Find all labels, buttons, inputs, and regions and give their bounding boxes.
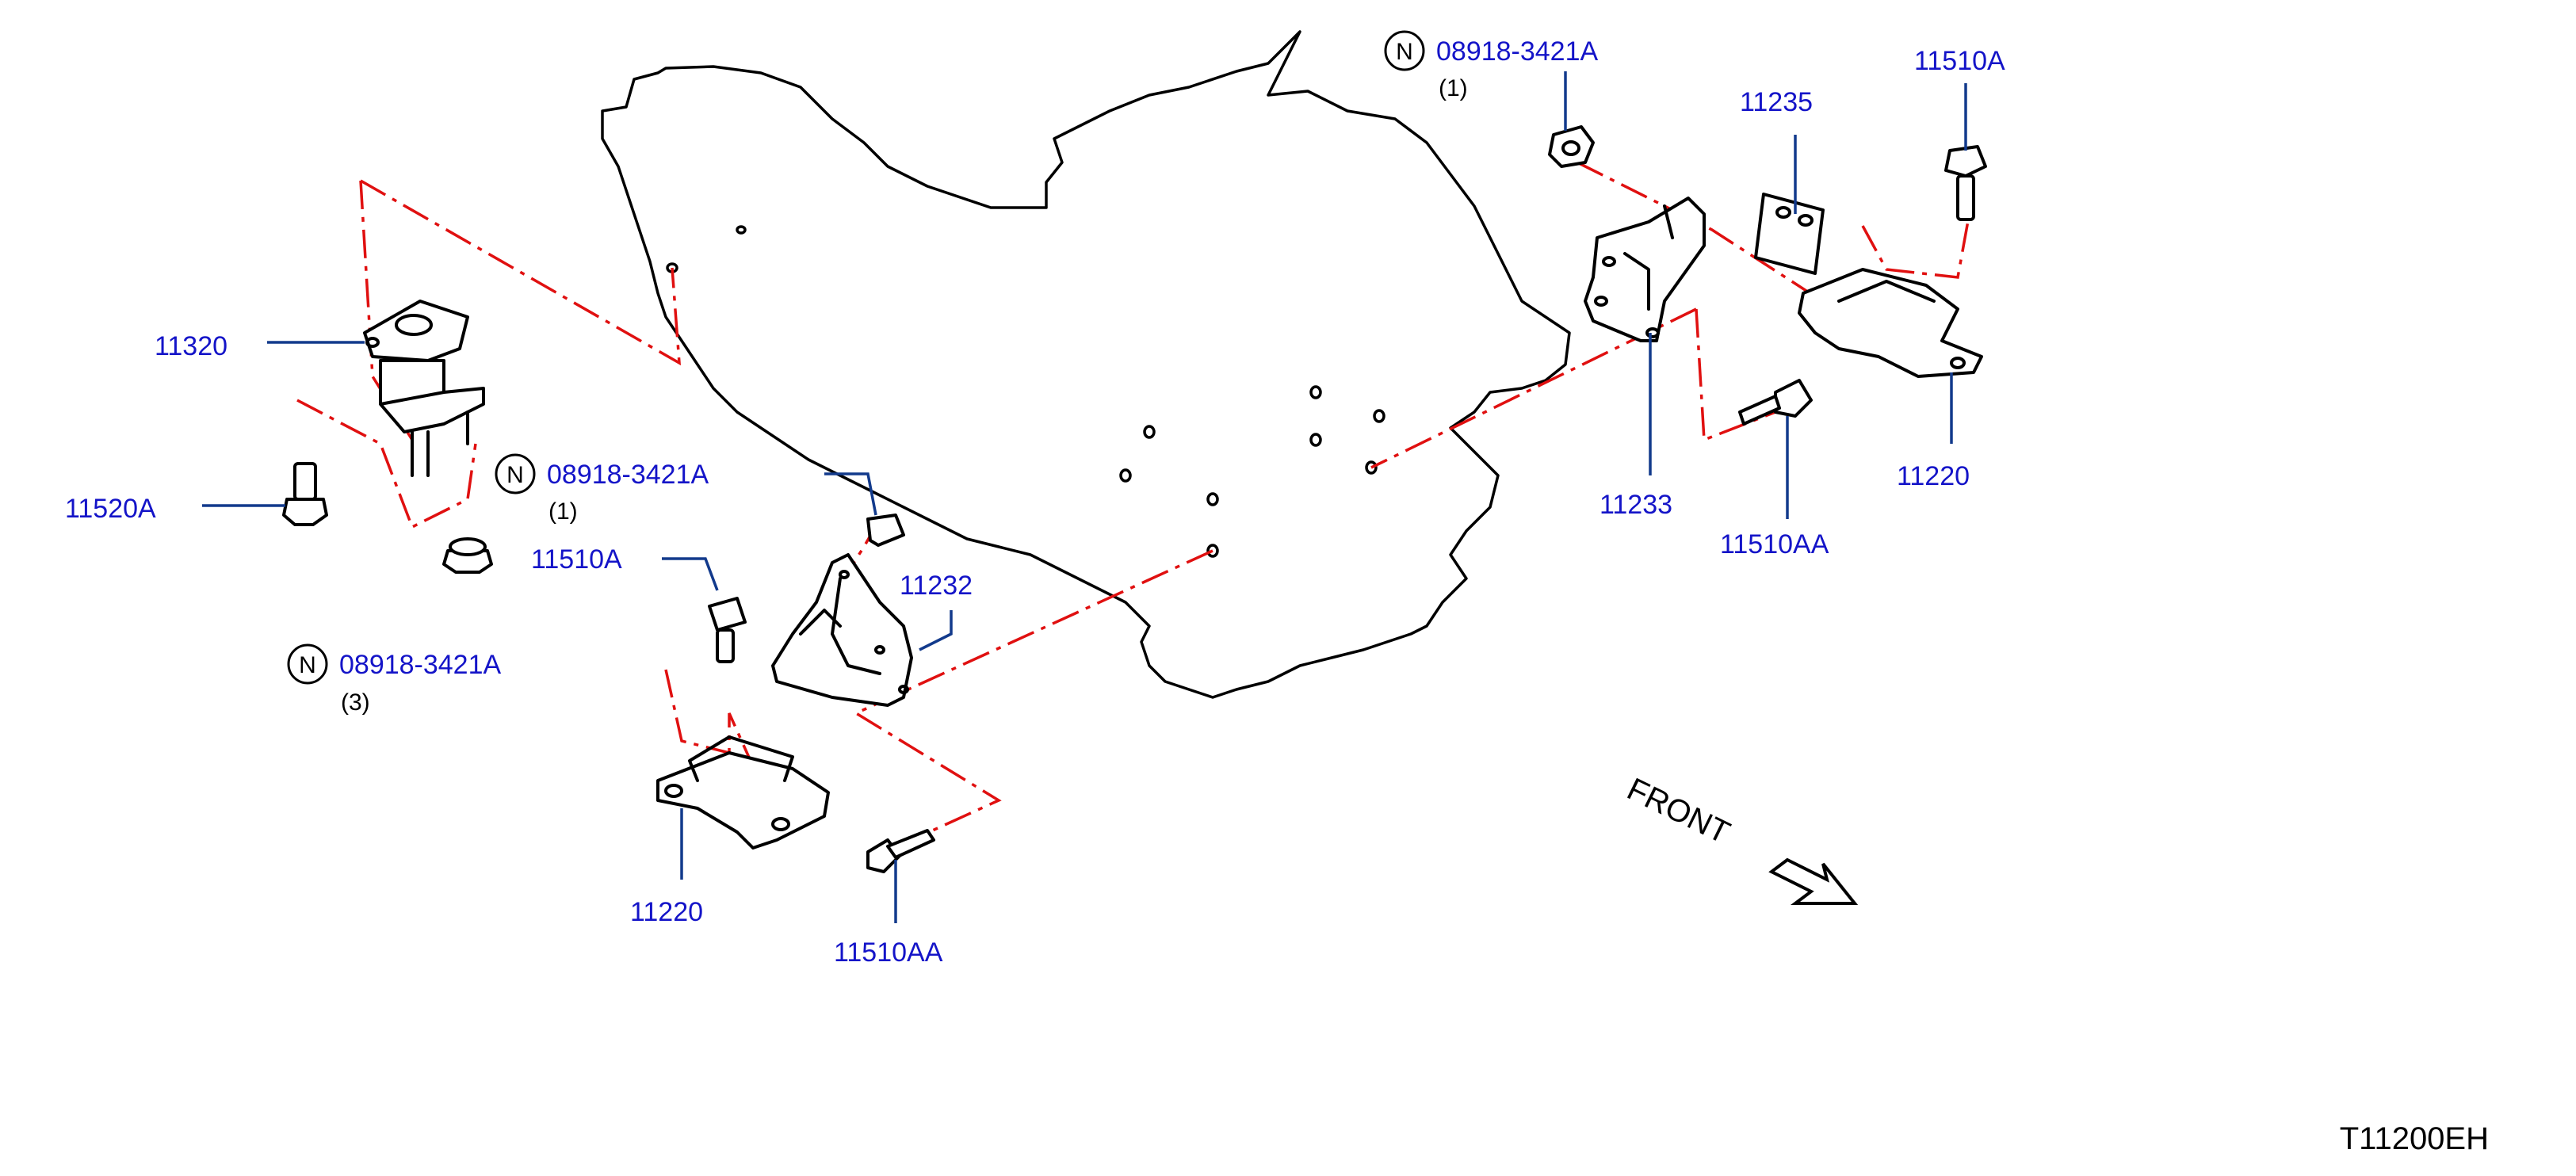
callout-11235[interactable]: 11235 bbox=[1740, 87, 1813, 117]
callout-11232[interactable]: 11232 bbox=[900, 571, 973, 601]
callout-n3-qty: (3) bbox=[341, 689, 370, 716]
callout-n1-part[interactable]: 08918-3421A bbox=[547, 460, 709, 490]
callout-n3-part[interactable]: 08918-3421A bbox=[339, 650, 502, 680]
bolt-11510a-right[interactable] bbox=[1944, 145, 1987, 221]
bracket-11233[interactable] bbox=[1584, 197, 1706, 342]
nut-left-upper[interactable] bbox=[442, 537, 493, 574]
insulator-11320[interactable] bbox=[363, 300, 485, 477]
callout-11320[interactable]: 11320 bbox=[155, 331, 227, 361]
engine-outline bbox=[601, 30, 1571, 699]
front-indicator: FRONT bbox=[1622, 772, 1859, 905]
plate-11235[interactable] bbox=[1754, 193, 1825, 275]
front-label: FRONT bbox=[1622, 772, 1735, 851]
nut-symbol-letter: N bbox=[299, 652, 316, 678]
bolt-11510aa-left[interactable] bbox=[866, 829, 935, 873]
callout-11510a-right[interactable]: 11510A bbox=[1914, 46, 2005, 76]
nut-top-right[interactable] bbox=[1548, 125, 1595, 168]
nut-symbol-letter: N bbox=[1396, 39, 1413, 65]
leader-lines bbox=[202, 71, 1967, 923]
callout-n1-qty: (1) bbox=[548, 498, 578, 525]
bracket-11232[interactable] bbox=[771, 553, 913, 707]
nut-symbol-ntop: N bbox=[1384, 30, 1425, 71]
nut-symbol-n1: N bbox=[495, 453, 536, 494]
bolt-11510a-left[interactable] bbox=[708, 597, 747, 663]
diagram-code: T11200EH bbox=[2340, 1121, 2489, 1156]
callout-ntop-part[interactable]: 08918-3421A bbox=[1436, 36, 1599, 67]
callout-11520a[interactable]: 11520A bbox=[65, 494, 156, 524]
callout-11510a-left[interactable]: 11510A bbox=[531, 544, 622, 575]
callout-labels: 11320 11520A 08918-3421A (1) 11510A 0891… bbox=[65, 36, 2005, 968]
bolt-11520a[interactable] bbox=[282, 462, 328, 526]
callout-11220-right[interactable]: 11220 bbox=[1897, 461, 1970, 491]
callout-ntop-qty: (1) bbox=[1439, 75, 1468, 101]
nut-11232-top[interactable] bbox=[866, 514, 905, 547]
front-arrow-icon bbox=[1768, 857, 1859, 905]
bolt-11510aa-right[interactable] bbox=[1738, 379, 1813, 426]
nut-symbol-letter: N bbox=[506, 462, 524, 488]
mount-11220-left[interactable] bbox=[656, 735, 830, 850]
nut-symbol-n3: N bbox=[287, 643, 328, 685]
callout-11233[interactable]: 11233 bbox=[1599, 490, 1672, 520]
callout-11510aa-right[interactable]: 11510AA bbox=[1720, 529, 1829, 559]
callout-11510aa-left[interactable]: 11510AA bbox=[834, 937, 943, 968]
callout-11220-left[interactable]: 11220 bbox=[630, 897, 703, 927]
mount-11220-right[interactable] bbox=[1798, 268, 1983, 378]
